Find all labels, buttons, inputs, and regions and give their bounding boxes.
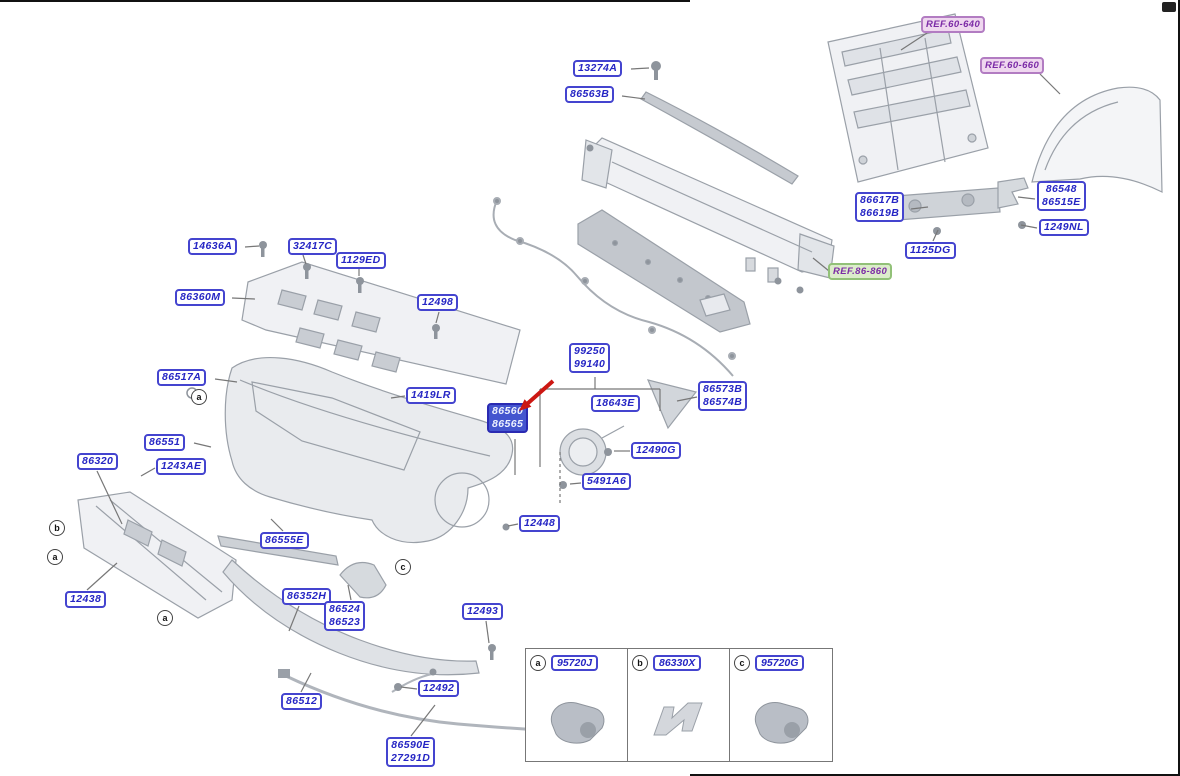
legend-icon-a <box>526 677 627 761</box>
part-label-REF.60-640[interactable]: REF.60-640 <box>921 16 986 33</box>
molding-strip-art <box>217 535 339 566</box>
legend-marker-c: c <box>734 655 750 671</box>
hardware-legend-table: a 95720J b 86330X c 95720G <box>525 648 833 762</box>
part-label-legend-c[interactable]: 95720G <box>755 655 805 671</box>
part-label-86517A[interactable]: 86517A <box>157 369 207 386</box>
radiator-support-art <box>827 13 989 183</box>
grille-upper-cover-art <box>241 261 521 385</box>
part-label-12438[interactable]: 12438 <box>65 591 107 608</box>
part-label-REF.86-860[interactable]: REF.86-860 <box>828 263 893 280</box>
latch-assembly-art <box>895 187 1001 221</box>
part-label-18643E[interactable]: 18643E <box>591 395 640 412</box>
part-label-legend-b[interactable]: 86330X <box>653 655 702 671</box>
bottom-border-line <box>690 774 1180 776</box>
part-label-12492[interactable]: 12492 <box>418 680 460 697</box>
part-label-86320[interactable]: 86320 <box>77 453 119 470</box>
callout-marker-a: a <box>47 549 63 565</box>
part-label-1129ED[interactable]: 1129ED <box>336 252 386 269</box>
lower-grille-art <box>77 491 237 619</box>
part-label-13274A[interactable]: 13274A <box>573 60 623 77</box>
fastener-art <box>186 61 1026 691</box>
legend-cell-b: b 86330X <box>628 649 730 761</box>
part-label-legend-a[interactable]: 95720J <box>551 655 599 671</box>
top-border-line <box>0 0 690 2</box>
legend-cell-a: a 95720J <box>526 649 628 761</box>
callout-marker-c: c <box>395 559 411 575</box>
part-label-12490G[interactable]: 12490G <box>631 442 681 459</box>
part-label-86555E[interactable]: 86555E <box>260 532 309 549</box>
legend-cell-c: c 95720G <box>730 649 832 761</box>
cropped-ui-artifact <box>1162 2 1176 12</box>
callout-marker-b: b <box>49 520 65 536</box>
bumper-cover-art <box>224 357 514 543</box>
callout-marker-a: a <box>157 610 173 626</box>
part-label-1419LR[interactable]: 1419LR <box>406 387 456 404</box>
cowl-strip-art <box>640 91 799 185</box>
part-label-1243AE[interactable]: 1243AE <box>156 458 207 475</box>
legend-marker-a: a <box>530 655 546 671</box>
lower-lip-art <box>222 559 480 676</box>
callout-marker-a: a <box>191 389 207 405</box>
part-label-14636A[interactable]: 14636A <box>188 238 238 255</box>
part-label-86360M[interactable]: 86360M <box>175 289 226 306</box>
part-label-86563B[interactable]: 86563B <box>565 86 615 103</box>
part-label-86551[interactable]: 86551 <box>144 434 186 451</box>
legend-icon-c <box>730 677 832 761</box>
part-label-5491A6[interactable]: 5491A6 <box>582 473 632 490</box>
side-bracket-art <box>339 562 387 599</box>
part-label-REF.60-660[interactable]: REF.60-660 <box>980 57 1045 74</box>
legend-marker-b: b <box>632 655 648 671</box>
part-label-32417C[interactable]: 32417C <box>288 238 338 255</box>
part-label-12498[interactable]: 12498 <box>417 294 459 311</box>
part-label-86352H[interactable]: 86352H <box>282 588 332 605</box>
part-label-1125DG[interactable]: 1125DG <box>905 242 956 259</box>
part-label-1249NL[interactable]: 1249NL <box>1039 219 1089 236</box>
part-label-86512[interactable]: 86512 <box>281 693 323 710</box>
fender-bracket-art <box>997 177 1029 209</box>
right-border-line <box>1178 0 1180 776</box>
fender-art <box>1031 86 1163 193</box>
energy-absorber-art <box>577 209 751 333</box>
part-label-12448[interactable]: 12448 <box>519 515 561 532</box>
wiring-harness-art <box>492 197 736 377</box>
legend-icon-b <box>628 677 729 761</box>
part-label-12493[interactable]: 12493 <box>462 603 504 620</box>
